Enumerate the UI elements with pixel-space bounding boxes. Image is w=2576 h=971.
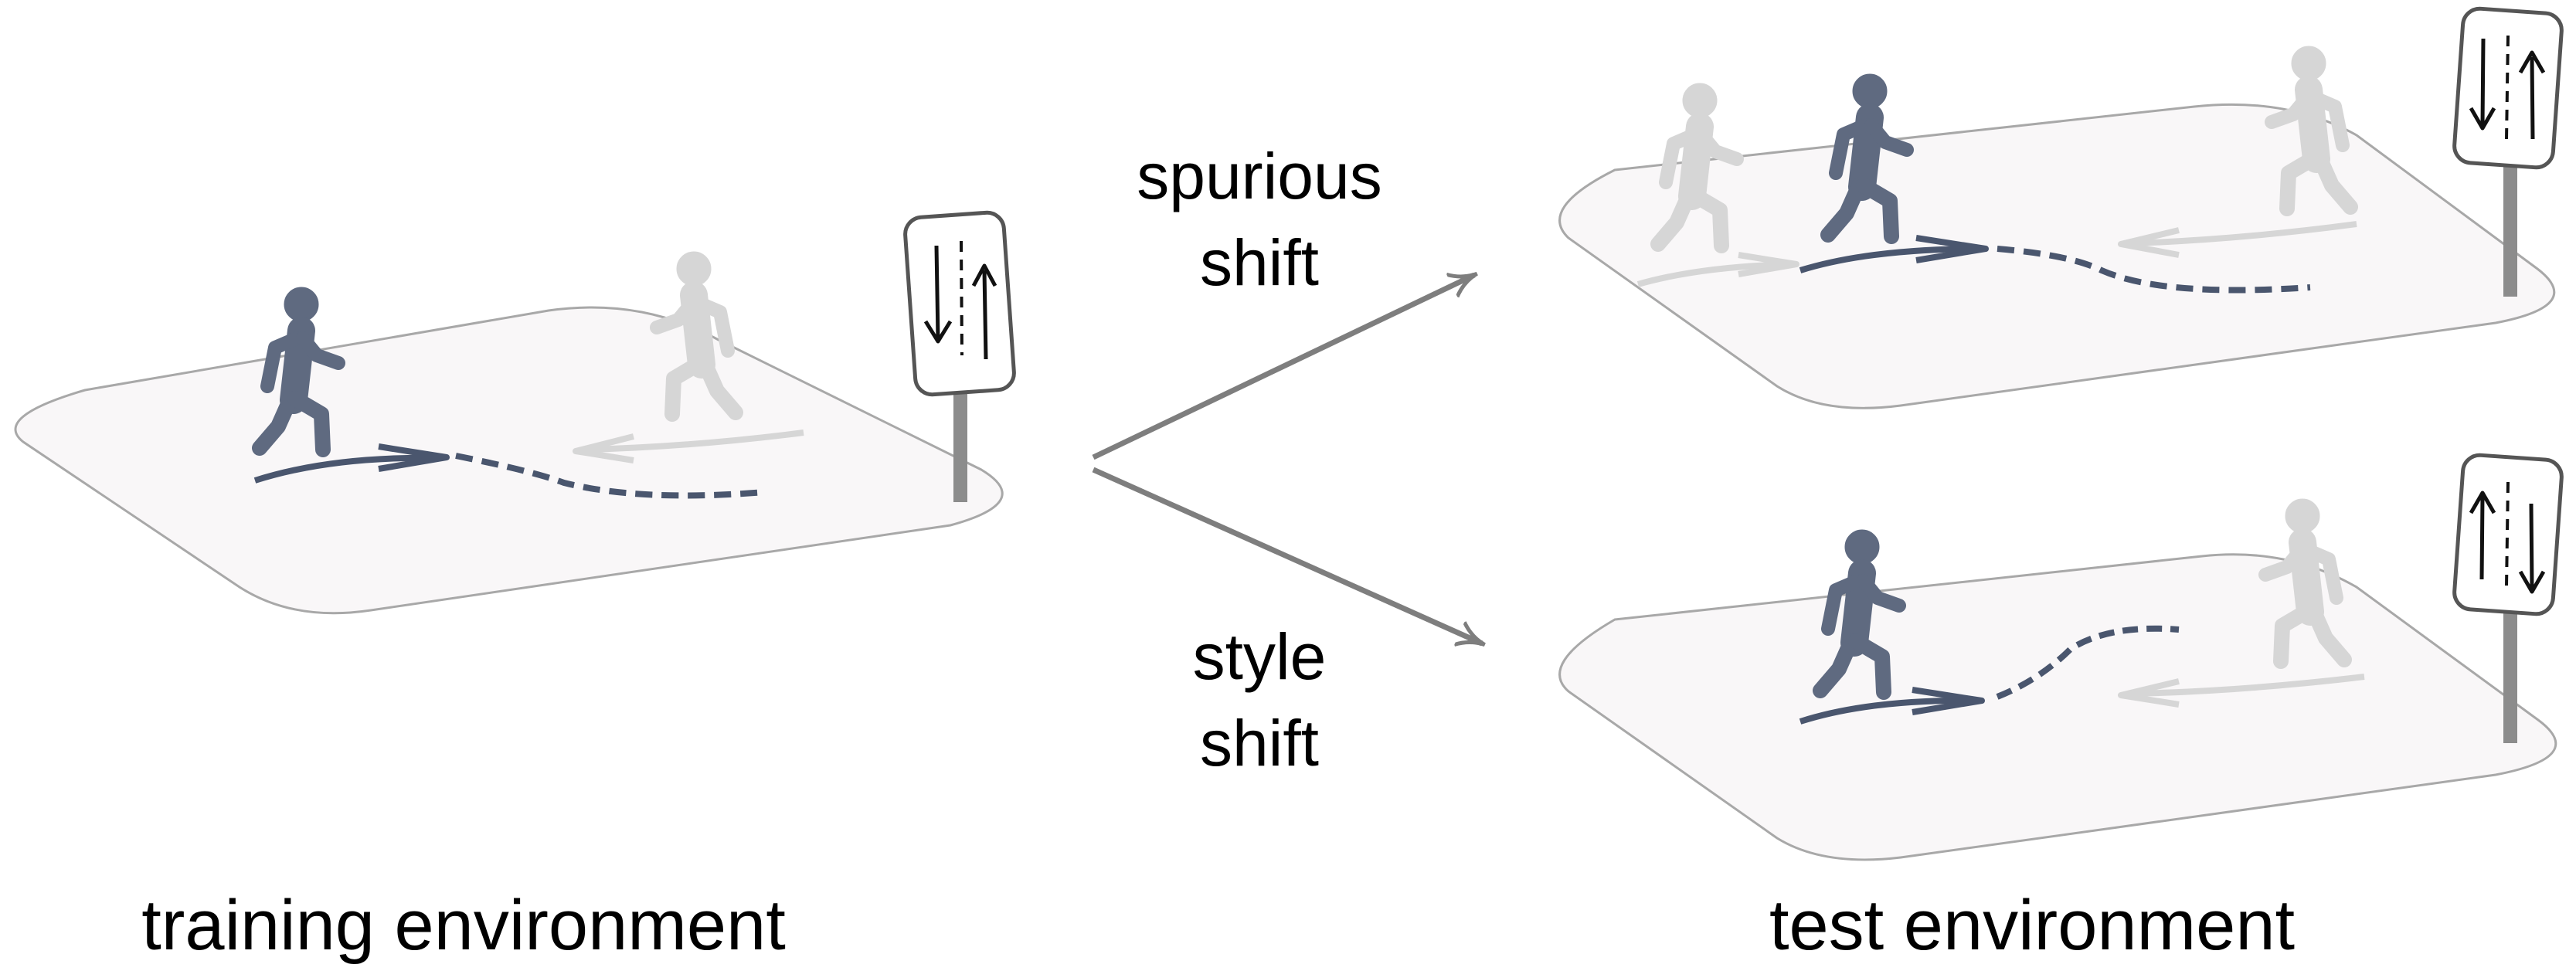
style-shift-label: style shift bbox=[1144, 624, 1375, 776]
agent-planned-path bbox=[1997, 246, 2311, 294]
agent-planned-path bbox=[1996, 625, 2180, 700]
training-scene bbox=[14, 210, 1016, 615]
training-platform bbox=[14, 306, 1004, 615]
style-shift-label-line2: shift bbox=[1199, 707, 1320, 779]
test-platform-bottom bbox=[1558, 553, 2557, 861]
traffic-sign-icon bbox=[2452, 6, 2564, 297]
training-environment-caption: training environment bbox=[141, 886, 786, 965]
traffic-sign-icon bbox=[903, 210, 1016, 502]
spurious-shift-label: spurious shift bbox=[1097, 144, 1422, 295]
ghost-path-arrow-icon bbox=[586, 429, 804, 453]
shift-arrows bbox=[1092, 275, 1482, 643]
test-scene-spurious bbox=[1558, 6, 2564, 409]
traffic-sign-icon bbox=[2452, 453, 2564, 743]
agent-path-arrow-icon bbox=[1799, 246, 1983, 273]
spurious-shift-label-line2: shift bbox=[1199, 226, 1320, 299]
style-shift-arrow bbox=[1092, 467, 1482, 643]
agent-planned-path bbox=[455, 453, 766, 499]
test-scene-style bbox=[1558, 453, 2564, 861]
spurious-shift-label-line1: spurious bbox=[1137, 140, 1382, 212]
style-shift-label-line1: style bbox=[1192, 620, 1327, 693]
agent-path-arrow-icon bbox=[1799, 697, 1979, 725]
spurious-shift-arrow bbox=[1092, 275, 1474, 460]
agent-path-arrow-icon bbox=[253, 454, 443, 484]
test-environment-caption: test environment bbox=[1769, 886, 2296, 965]
